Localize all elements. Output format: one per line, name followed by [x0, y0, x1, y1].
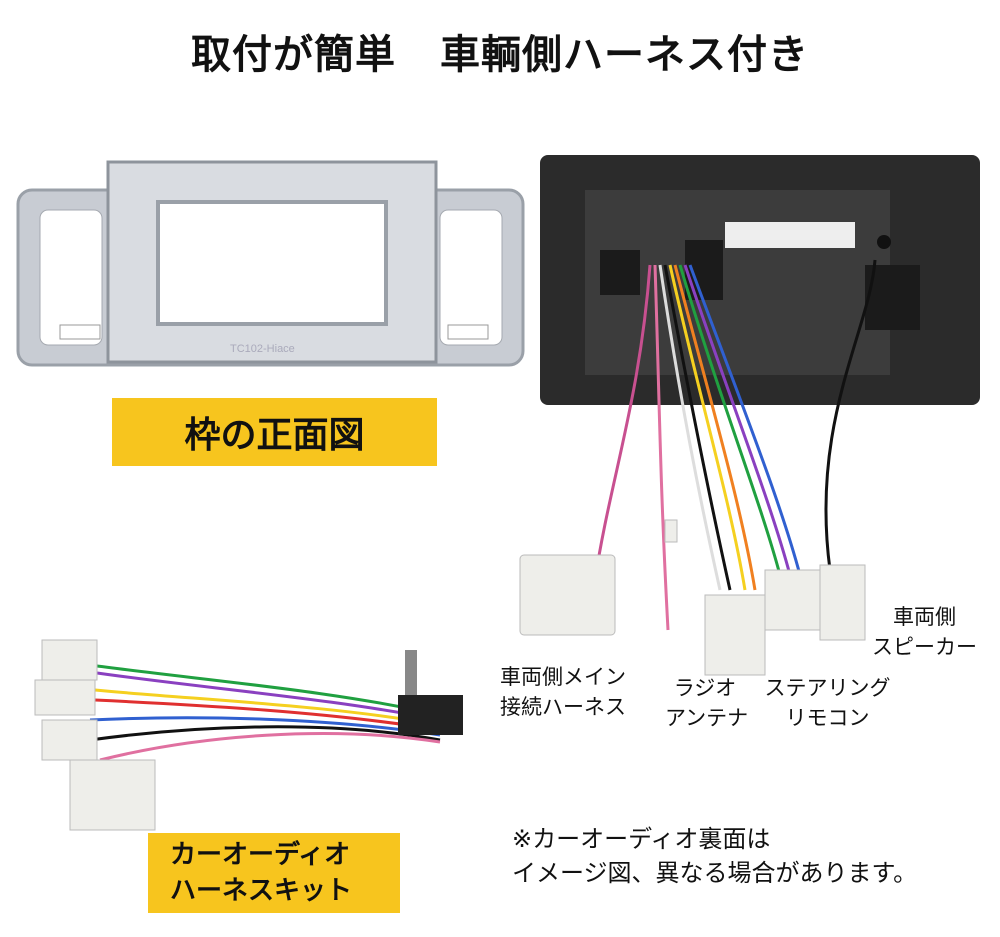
- caption-steering-line1: ステアリング: [764, 676, 891, 700]
- title-left: 取付が簡単: [191, 32, 396, 78]
- caption-steering-line2: リモコン: [785, 706, 870, 730]
- caption-speaker-line2: スピーカー: [872, 635, 977, 659]
- disclaimer-note: ※カーオーディオ裏面は イメージ図、異なる場合があります。: [512, 822, 917, 890]
- caption-radio-antenna: ラジオ アンテナ: [665, 673, 749, 733]
- harness-kit-image: [34, 639, 463, 831]
- wire-bundle: [593, 259, 877, 631]
- caption-radio-line2: アンテナ: [665, 706, 749, 730]
- kit-label: カーオーディオ ハーネスキット: [148, 833, 400, 913]
- caption-radio-line1: ラジオ: [673, 676, 737, 700]
- note-line1: ※カーオーディオ裏面は: [512, 825, 771, 853]
- caption-steering-remote: ステアリング リモコン: [760, 673, 895, 733]
- kit-label-line1: カーオーディオ: [170, 840, 351, 870]
- frame-label: 枠の正面図: [112, 398, 437, 466]
- caption-speaker-line1: 車両側: [893, 605, 956, 629]
- head-unit-image: [540, 155, 980, 405]
- caption-main-harness: 車両側メイン 接続ハーネス: [500, 662, 626, 722]
- caption-main-line2: 接続ハーネス: [500, 695, 626, 719]
- note-line2: イメージ図、異なる場合があります。: [512, 859, 918, 887]
- caption-speaker: 車両側 スピーカー: [862, 602, 987, 662]
- page-title: 取付が簡単車輌側ハーネス付き: [0, 22, 1000, 80]
- caption-main-line1: 車両側メイン: [500, 665, 626, 689]
- frame-model-text: TC102-Hiace: [230, 343, 295, 355]
- title-right: 車輌側ハーネス付き: [440, 32, 809, 78]
- frame-image: [16, 160, 525, 367]
- connectors: [519, 519, 866, 676]
- kit-label-line2: ハーネスキット: [170, 876, 353, 906]
